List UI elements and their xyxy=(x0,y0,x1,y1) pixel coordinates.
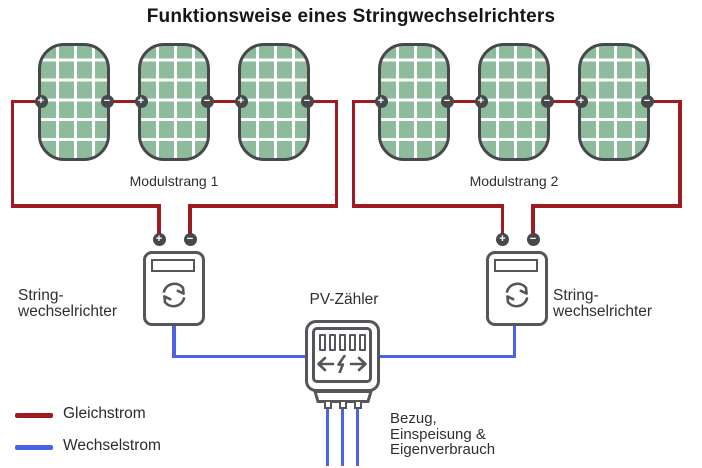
inverter-display xyxy=(151,258,195,272)
minus-terminal-icon: − xyxy=(200,94,214,108)
dc-wire-segment xyxy=(544,99,584,104)
dc-wire-segment xyxy=(204,99,244,104)
minus-terminal-icon: − xyxy=(300,94,314,108)
inverter-right-label-line1: String- xyxy=(553,287,599,304)
solar-panel xyxy=(378,43,450,161)
pv-meter-face xyxy=(312,327,372,383)
dc-wire-segment xyxy=(351,204,503,208)
minus-terminal-icon: − xyxy=(640,94,654,108)
ac-wire-segment xyxy=(172,354,308,359)
solar-panel xyxy=(38,43,110,161)
dc-wire-segment xyxy=(10,99,43,104)
dc-wire-segment xyxy=(351,99,356,208)
meter-digit-slot xyxy=(348,334,356,351)
inverter-left-label: String- wechselrichter xyxy=(18,288,117,320)
dc-wire-segment xyxy=(500,204,505,235)
dc-wire-segment xyxy=(644,99,680,104)
dc-legend-label: Gleichstrom xyxy=(63,405,146,422)
pv-meter xyxy=(305,320,380,392)
meter-digit-slot xyxy=(338,334,346,351)
minus-terminal-icon: − xyxy=(540,94,554,108)
modulstrang-2-label: Modulstrang 2 xyxy=(469,173,559,189)
inverter-left-label-line2: wechselrichter xyxy=(18,303,118,320)
solar-panel xyxy=(478,43,550,161)
ac-wire-segment xyxy=(512,322,517,358)
inverter-display xyxy=(494,258,538,272)
meter-digit-slot xyxy=(328,334,336,351)
meter-note-line2: Einspeisung & xyxy=(390,425,486,443)
dc-wire-segment xyxy=(678,99,682,208)
string-inverter-left xyxy=(143,250,205,326)
solar-panel xyxy=(238,43,310,161)
meter-note: Bezug, Einspeisung & Eigenverbrauch xyxy=(390,411,495,458)
pv-meter-label: PV-Zähler xyxy=(309,291,379,308)
minus-terminal-icon: − xyxy=(526,232,540,246)
dc-wire-segment xyxy=(531,204,535,235)
ac-wire-segment xyxy=(378,354,516,359)
dc-wire-segment xyxy=(444,99,484,104)
modulstrang-1-label: Modulstrang 1 xyxy=(129,173,219,189)
dc-wire-segment xyxy=(104,99,144,104)
dc-wire-segment xyxy=(351,99,384,104)
string-inverter-right xyxy=(486,250,548,326)
plus-terminal-icon: + xyxy=(496,232,509,246)
meter-prong xyxy=(338,399,347,409)
plus-terminal-icon: + xyxy=(234,94,248,108)
plus-terminal-icon: + xyxy=(474,94,488,108)
ac-legend-label: Wechselstrom xyxy=(63,437,161,454)
dc-legend-swatch xyxy=(15,413,53,418)
meter-digit-slot xyxy=(318,334,326,351)
minus-terminal-icon: − xyxy=(183,232,197,246)
inverter-left-label-line1: String- xyxy=(18,287,64,304)
cycle-arrows-icon xyxy=(162,282,186,307)
meter-digit-display xyxy=(315,334,369,351)
inverter-right-label: String- wechselrichter xyxy=(553,288,652,320)
ac-wire-segment xyxy=(172,322,176,358)
solar-panel xyxy=(138,43,210,161)
inverter-right-label-line2: wechselrichter xyxy=(553,303,653,320)
minus-terminal-icon: − xyxy=(100,94,114,108)
dc-wire-segment xyxy=(304,99,338,104)
dc-wire-segment xyxy=(10,204,161,208)
plus-terminal-icon: + xyxy=(134,94,148,108)
dc-wire-segment xyxy=(334,99,338,208)
plus-terminal-icon: + xyxy=(374,94,388,108)
diagram-title: Funktionsweise eines Stringwechselrichte… xyxy=(146,6,556,27)
minus-terminal-icon: − xyxy=(440,94,454,108)
plus-terminal-icon: + xyxy=(152,232,166,246)
ac-wire-segment xyxy=(355,407,360,466)
dc-wire-segment xyxy=(10,99,14,208)
meter-digit-slot xyxy=(358,334,366,351)
meter-prong xyxy=(323,399,332,409)
dc-wire-segment xyxy=(531,204,682,208)
solar-panel xyxy=(578,43,650,161)
ac-legend-swatch xyxy=(15,445,53,450)
cycle-arrows-icon xyxy=(505,282,529,307)
ac-wire-segment xyxy=(325,407,330,466)
plus-terminal-icon: + xyxy=(34,94,48,108)
meter-prong xyxy=(353,399,362,409)
dc-wire-segment xyxy=(188,204,339,208)
dc-wire-segment xyxy=(188,204,192,235)
meter-note-line3: Eigenverbrauch xyxy=(390,441,496,458)
ac-wire-segment xyxy=(340,407,345,466)
dc-wire-segment xyxy=(157,204,161,235)
meter-note-line1: Bezug, xyxy=(390,410,437,427)
plus-terminal-icon: + xyxy=(574,94,588,108)
bidirectional-energy-icon xyxy=(317,355,367,373)
